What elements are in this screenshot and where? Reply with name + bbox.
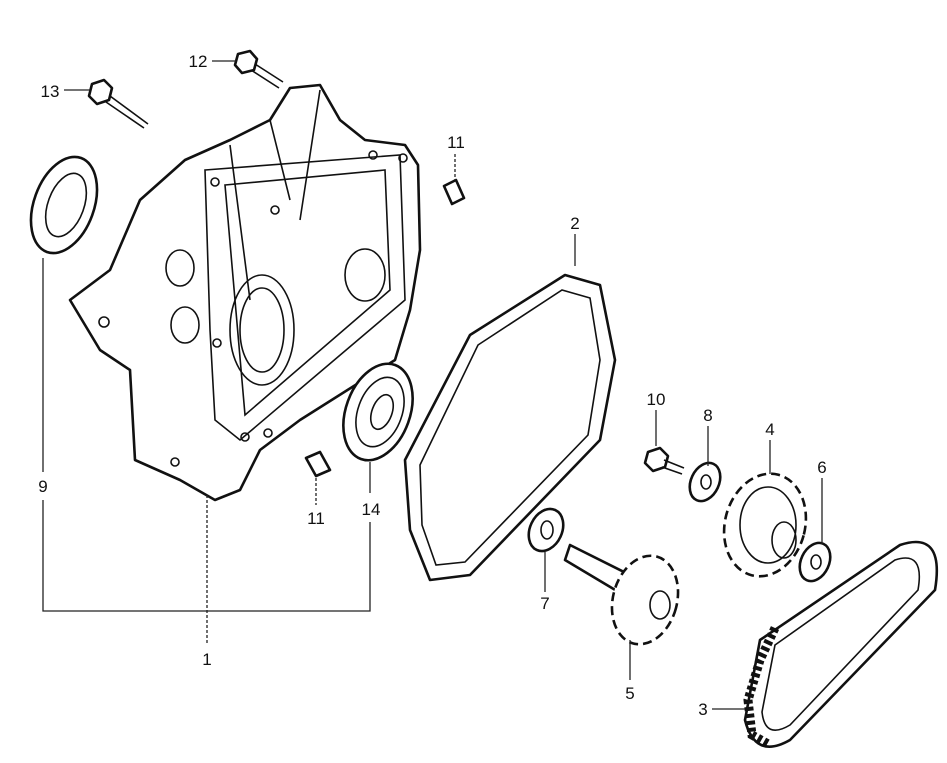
callout-6: 6 [817,458,826,477]
bolt-13-part [87,78,149,129]
oil-seal-part [29,155,99,255]
callout-11-top: 11 [447,133,465,152]
case-cover-part [68,83,422,502]
callout-3: 3 [698,700,707,719]
washer-7-part [527,507,565,553]
drive-shaft-sprocket-part [563,543,680,646]
callout-13: 13 [41,82,60,101]
bolt-10-part [643,446,685,475]
bearing-part [342,362,414,462]
callout-7: 7 [540,594,549,613]
washer-8-part [688,461,722,503]
callout-4: 4 [765,420,774,439]
bolt-12-part [233,49,284,89]
gasket-part [403,273,617,582]
callout-11-bottom: 11 [307,509,325,528]
callout-12: 12 [189,52,208,71]
callout-9: 9 [38,477,47,496]
callout-2: 2 [570,214,579,233]
callout-1: 1 [202,650,211,669]
chain-part [743,540,939,749]
dowel-pin-top-part [442,178,466,206]
callout-14: 14 [362,500,381,519]
washer-6-part [798,541,832,583]
driven-sprocket-part [722,472,808,578]
callout-5: 5 [625,684,634,703]
leader-lines [42,60,823,710]
callout-8: 8 [703,406,712,425]
dowel-pin-bottom-part [304,450,332,478]
callout-10: 10 [647,390,666,409]
